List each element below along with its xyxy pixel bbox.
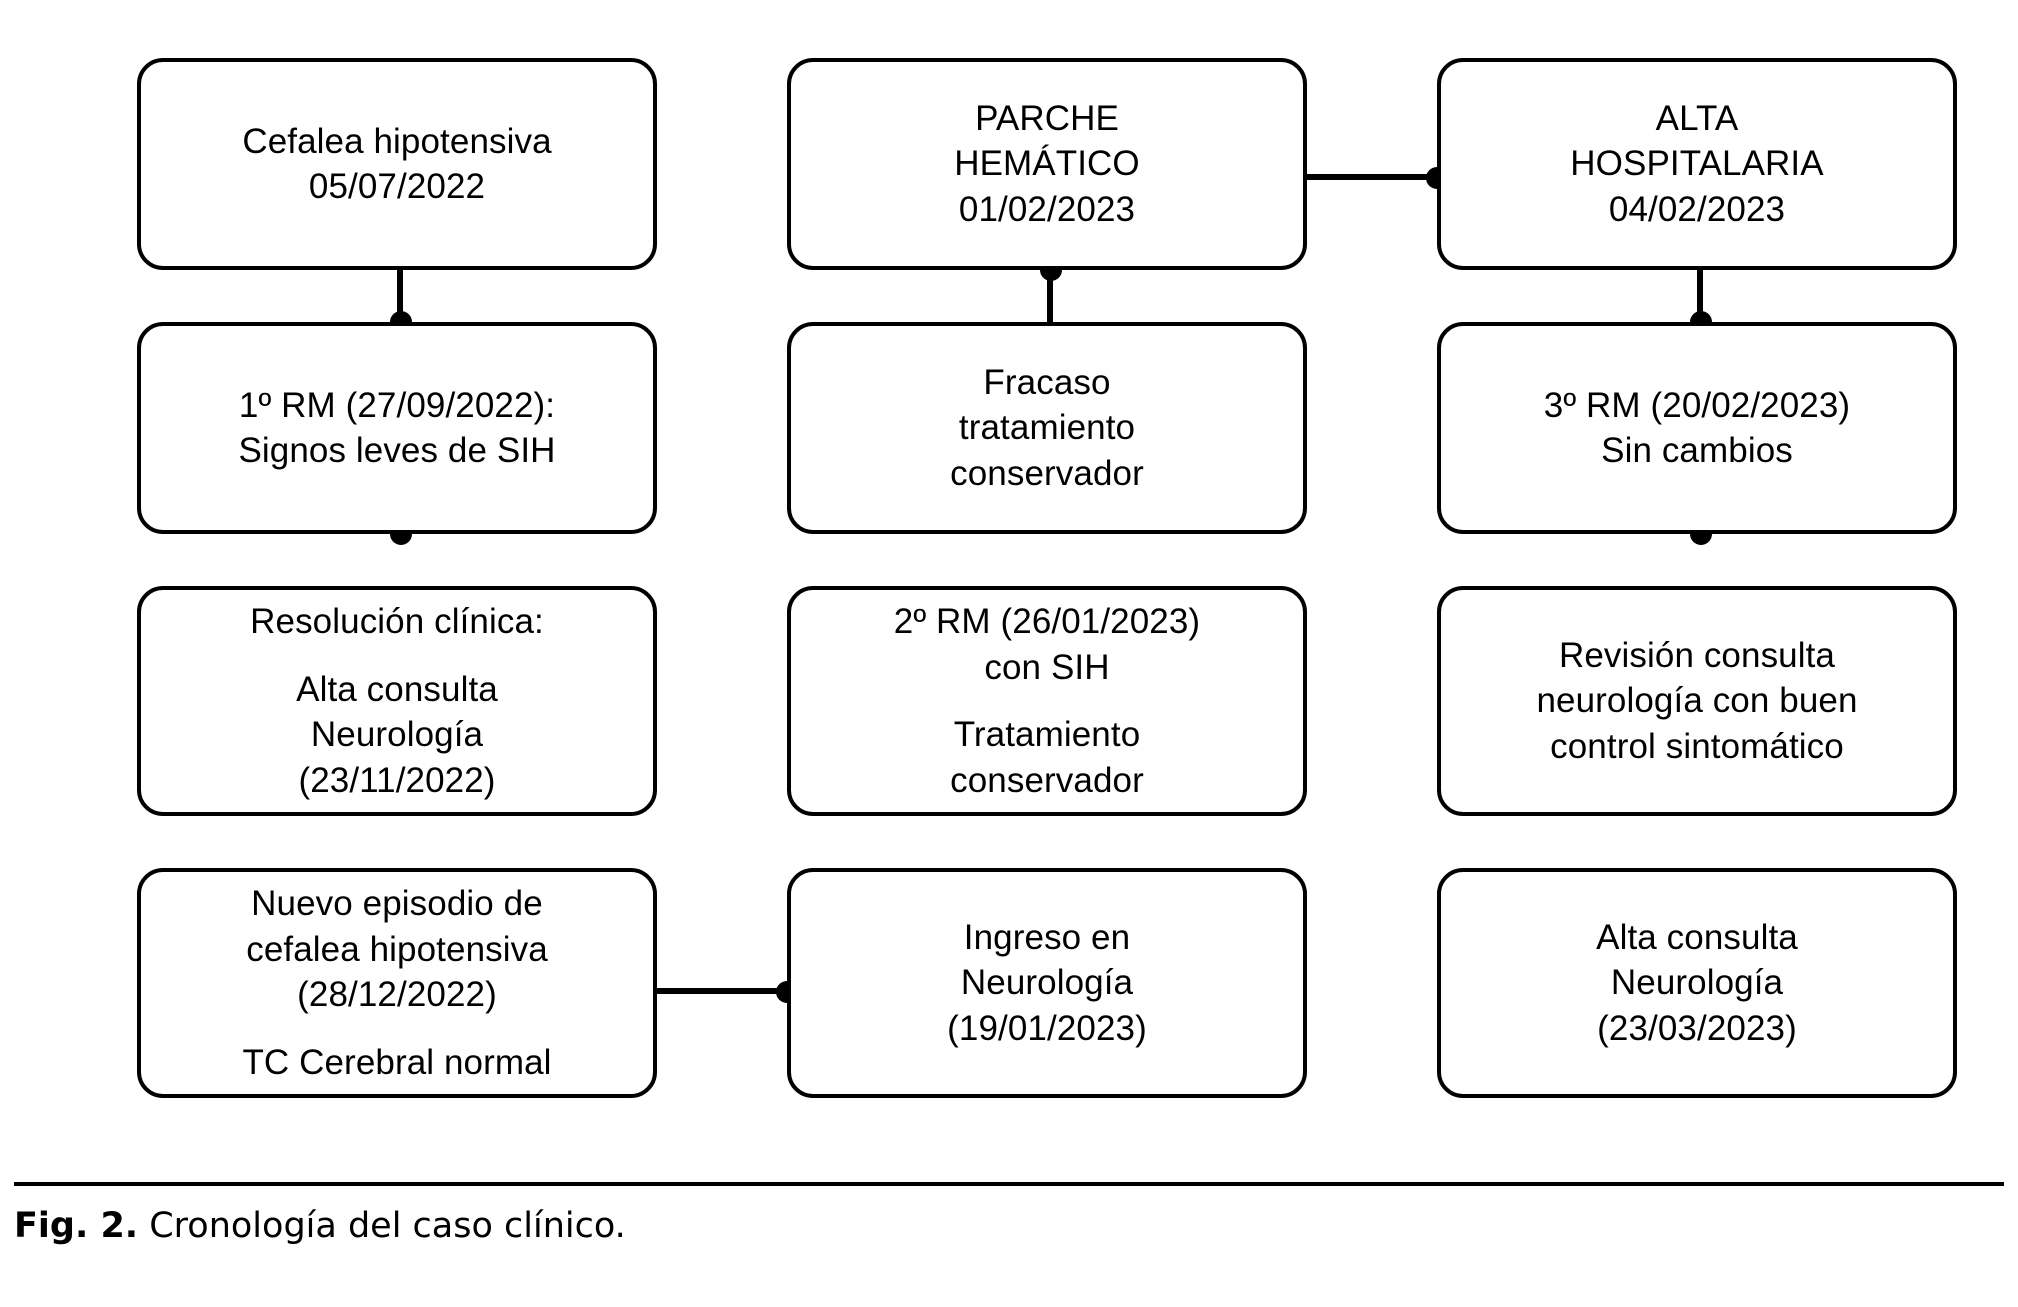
node-cefalea-hipotensiva: Cefalea hipotensiva 05/07/2022 (137, 58, 657, 270)
node-line: Resolución clínica: (250, 602, 544, 641)
node-line: 04/02/2023 (1608, 189, 1786, 229)
node-fracaso-tratamiento: Fracaso tratamiento conservador (787, 322, 1307, 534)
connector-fracaso-to-parche (1040, 259, 1062, 322)
node-line: Nuevo episodio de (251, 884, 543, 923)
node-line: Fracaso (983, 362, 1111, 402)
node-line: conservador (950, 453, 1144, 493)
node-line: Cefalea hipotensiva (242, 121, 552, 161)
node-line: (23/03/2023) (1597, 1008, 1797, 1048)
node-line: 3º RM (20/02/2023) (1543, 385, 1851, 425)
node-line: Signos leves de SIH (238, 431, 556, 470)
node-tercera-rm: 3º RM (20/02/2023) Sin cambios (1437, 322, 1957, 534)
node-line: 2º RM (26/01/2023) (893, 602, 1201, 641)
node-line: control sintomático (1550, 726, 1844, 766)
node-line: cefalea hipotensiva (246, 929, 548, 969)
node-line: con SIH (984, 647, 1110, 687)
node-line: (23/11/2022) (298, 760, 496, 800)
node-line: Neurología (1610, 963, 1784, 1003)
node-line: conservador (950, 760, 1144, 800)
node-line: ALTA (1655, 98, 1739, 138)
node-line: Alta consulta (1596, 917, 1798, 957)
node-parche-hematico: PARCHE HEMÁTICO 01/02/2023 (787, 58, 1307, 270)
connector-alta-hospitalaria-to-tercera-rm (1690, 270, 1712, 333)
connector-nuevo-episodio-to-ingreso (657, 981, 798, 1003)
connector-cefalea-to-primera-rm (390, 270, 412, 333)
node-ingreso-neurologia: Ingreso en Neurología (19/01/2023) (787, 868, 1307, 1098)
figure-caption: Fig. 2. Cronología del caso clínico. (14, 1206, 626, 1246)
node-line: HOSPITALARIA (1570, 144, 1824, 184)
node-line: neurología con buen (1536, 681, 1858, 721)
node-line: (19/01/2023) (947, 1008, 1147, 1048)
node-line: tratamiento (958, 408, 1136, 448)
node-alta-hospitalaria: ALTA HOSPITALARIA 04/02/2023 (1437, 58, 1957, 270)
connector-parche-to-alta-hospitalaria (1307, 167, 1448, 189)
node-line: Alta consulta (296, 669, 498, 709)
figure-number: Fig. 2. (14, 1206, 139, 1246)
node-line: TC Cerebral normal (242, 1042, 552, 1082)
node-line: Tratamiento (953, 715, 1141, 754)
node-nuevo-episodio: Nuevo episodio de cefalea hipotensiva (2… (137, 868, 657, 1098)
node-line: 05/07/2022 (308, 167, 486, 206)
caption-divider (14, 1182, 2004, 1186)
node-alta-consulta: Alta consulta Neurología (23/03/2023) (1437, 868, 1957, 1098)
node-line: 01/02/2023 (958, 189, 1136, 229)
node-line: Sin cambios (1601, 431, 1793, 470)
node-line: 1º RM (27/09/2022): (238, 385, 556, 425)
node-line: HEMÁTICO (954, 144, 1140, 184)
node-line: Ingreso en (963, 917, 1131, 957)
node-resolucion-clinica: Resolución clínica: Alta consulta Neurol… (137, 586, 657, 816)
node-primera-rm: 1º RM (27/09/2022): Signos leves de SIH (137, 322, 657, 534)
node-line: Neurología (310, 715, 484, 754)
flowchart: Cefalea hipotensiva 05/07/2022 1º RM (27… (137, 58, 1957, 1098)
node-line: Revisión consulta (1558, 635, 1835, 675)
node-line: (28/12/2022) (297, 975, 497, 1014)
node-segunda-rm: 2º RM (26/01/2023) con SIH Tratamiento c… (787, 586, 1307, 816)
node-line: Neurología (960, 963, 1134, 1003)
node-line: PARCHE (975, 98, 1119, 138)
node-revision-consulta: Revisión consulta neurología con buen co… (1437, 586, 1957, 816)
figure-caption-text: Cronología del caso clínico. (149, 1206, 626, 1246)
